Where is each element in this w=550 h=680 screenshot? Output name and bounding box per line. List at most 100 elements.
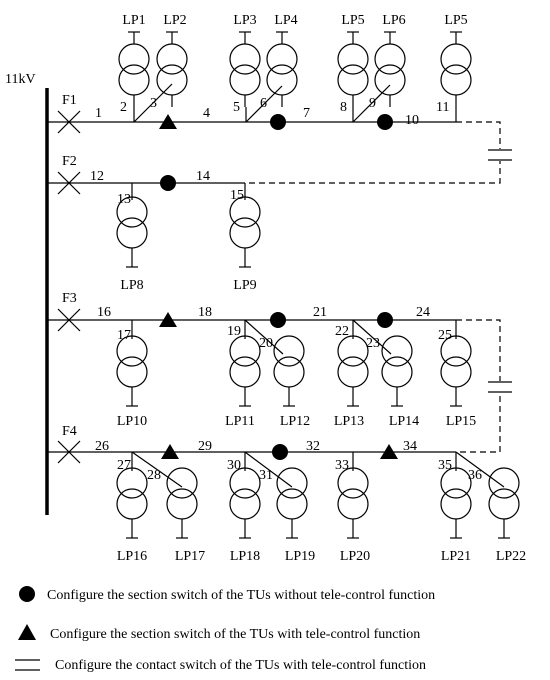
- section-switch-circle: [377, 312, 393, 328]
- load-labels: LP1 LP2 LP3 LP4 LP5 LP6 LP5 LP8 LP9 LP10…: [117, 13, 526, 564]
- section-switch-triangle: [159, 114, 177, 129]
- node-number: 4: [203, 106, 210, 121]
- transformer-icon: [229, 31, 261, 107]
- contact-switch-f1-f2: [488, 149, 512, 161]
- node-number: 2: [120, 100, 127, 115]
- node-number: 36: [468, 468, 482, 483]
- node-number: 20: [259, 336, 273, 351]
- node-number: 24: [416, 305, 430, 320]
- node-number: 29: [198, 439, 212, 454]
- node-number: 21: [313, 305, 327, 320]
- transformer-icon: [118, 31, 150, 107]
- node-number: 16: [97, 305, 111, 320]
- node-number: 28: [147, 468, 161, 483]
- transformer-icon: [381, 335, 413, 407]
- transformer-icon: [116, 196, 148, 268]
- legend: Configure the section switch of the TUs …: [15, 586, 435, 673]
- section-switch-circle: [272, 444, 288, 460]
- transformer-icon: [166, 467, 198, 539]
- node-number: 5: [233, 100, 240, 115]
- transformer-icon: [229, 196, 261, 268]
- feeder-label: F2: [62, 154, 77, 169]
- node-number: 14: [196, 169, 210, 184]
- transformer-icon: [156, 31, 188, 107]
- transformer-icon: [440, 31, 472, 107]
- node-number: 7: [303, 106, 310, 121]
- legend-triangle-icon: [18, 624, 36, 640]
- transformer-icon: [337, 335, 369, 407]
- transformer-icon: [488, 467, 520, 539]
- load-label: LP17: [175, 549, 205, 564]
- legend-text: Configure the section switch of the TUs …: [50, 627, 420, 642]
- load-label: LP20: [340, 549, 370, 564]
- legend-text: Configure the section switch of the TUs …: [47, 588, 435, 603]
- legend-circle-icon: [19, 586, 35, 602]
- load-label: LP5: [341, 13, 364, 28]
- load-label: LP15: [446, 414, 476, 429]
- load-label: LP19: [285, 549, 315, 564]
- node-number: 34: [403, 439, 417, 454]
- node-number: 27: [117, 458, 131, 473]
- transformer-icon: [374, 31, 406, 107]
- load-label: LP13: [334, 414, 364, 429]
- load-label: LP6: [382, 13, 405, 28]
- load-label: LP21: [441, 549, 471, 564]
- section-switch-triangle: [380, 444, 398, 459]
- load-label: LP22: [496, 549, 526, 564]
- node-number: 22: [335, 324, 349, 339]
- transformer-icon: [337, 467, 369, 539]
- node-number: 35: [438, 458, 452, 473]
- feeder-breaker-f3: [57, 308, 81, 332]
- node-number: 31: [259, 468, 273, 483]
- load-label: LP10: [117, 414, 147, 429]
- section-switch-circle: [160, 175, 176, 191]
- node-number: 13: [117, 192, 131, 207]
- transformer-icon: [266, 31, 298, 107]
- load-label: LP11: [225, 414, 255, 429]
- node-number: 17: [117, 328, 131, 343]
- transformer-icon: [440, 335, 472, 407]
- node-number: 25: [438, 328, 452, 343]
- transformer-icon: [276, 467, 308, 539]
- feeder-label: F1: [62, 93, 77, 108]
- load-label: LP18: [230, 549, 260, 564]
- load-label: LP16: [117, 549, 147, 564]
- node-number: 6: [260, 96, 267, 111]
- transformer-group: [116, 31, 520, 539]
- transformer-icon: [273, 335, 305, 407]
- node-number: 12: [90, 169, 104, 184]
- node-number-labels: 1 2 3 4 5 6 7 8 9 10 11 12 13 14 15 16 1…: [90, 96, 482, 483]
- legend-contact-switch-icon: [15, 659, 40, 671]
- node-number: 3: [150, 96, 157, 111]
- node-number: 19: [227, 324, 241, 339]
- feeder-breaker-f1: [57, 110, 81, 134]
- load-label: LP14: [389, 414, 419, 429]
- transformer-icon: [116, 335, 148, 407]
- section-switch-circle: [270, 114, 286, 130]
- load-label: LP9: [233, 278, 256, 293]
- legend-text: Configure the contact switch of the TUs …: [55, 658, 426, 673]
- transformer-icon: [116, 467, 148, 539]
- node-number: 23: [366, 336, 380, 351]
- load-label: LP5: [444, 13, 467, 28]
- node-number: 8: [340, 100, 347, 115]
- transformer-icon: [229, 335, 261, 407]
- node-number: 1: [95, 106, 102, 121]
- section-switch-triangle: [161, 444, 179, 459]
- load-label: LP2: [163, 13, 186, 28]
- load-label: LP8: [120, 278, 143, 293]
- feeder-label: F4: [62, 424, 77, 439]
- load-label: LP4: [274, 13, 297, 28]
- transformer-icon: [229, 467, 261, 539]
- feeder-breaker-f4: [57, 440, 81, 464]
- node-number: 11: [436, 100, 449, 115]
- transformer-icon: [440, 467, 472, 539]
- bus-label: 11kV: [5, 72, 36, 87]
- node-number: 30: [227, 458, 241, 473]
- section-switch-circle: [270, 312, 286, 328]
- feeder-label: F3: [62, 291, 77, 306]
- section-switch-triangle: [159, 312, 177, 327]
- node-number: 33: [335, 458, 349, 473]
- node-number: 15: [230, 188, 244, 203]
- node-number: 18: [198, 305, 212, 320]
